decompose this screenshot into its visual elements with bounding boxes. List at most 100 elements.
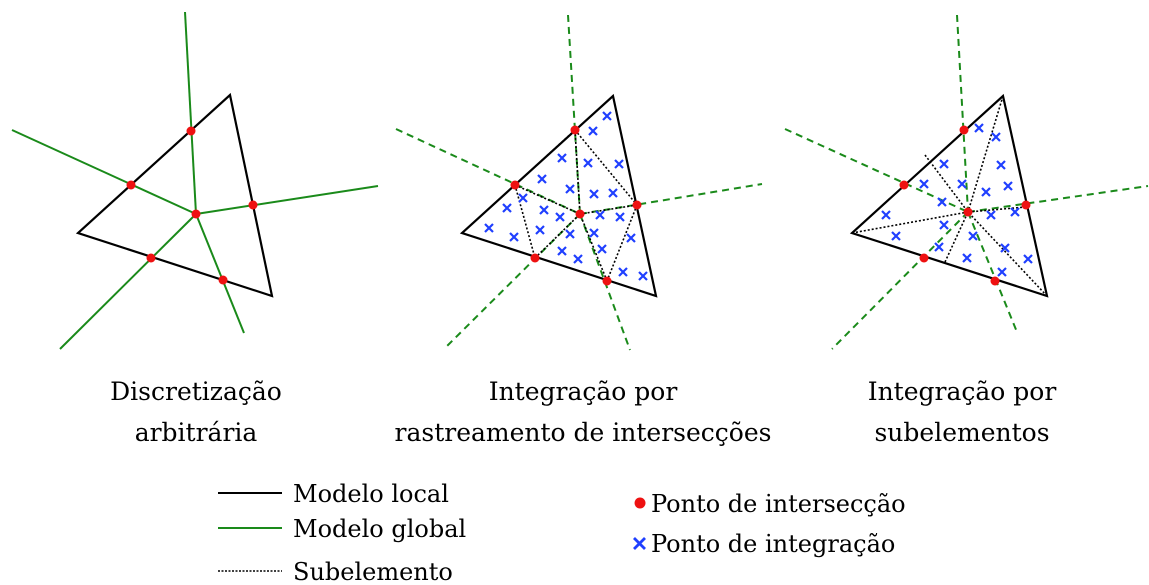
intersection-point bbox=[570, 125, 580, 135]
integration-point bbox=[565, 184, 575, 194]
integration-point bbox=[518, 193, 528, 203]
integration-point bbox=[1000, 243, 1010, 253]
integration-point bbox=[881, 210, 891, 220]
global-line bbox=[579, 183, 763, 215]
integration-point bbox=[1023, 254, 1033, 264]
intersection-point bbox=[602, 276, 612, 286]
integration-point bbox=[991, 132, 1001, 142]
global-line bbox=[11, 129, 197, 215]
local-element bbox=[75, 92, 274, 298]
global-line bbox=[184, 11, 197, 215]
integration-point bbox=[974, 123, 984, 133]
intersection-point bbox=[632, 200, 642, 210]
panel-2-caption-line1: Integração por bbox=[489, 377, 678, 406]
intersection-point bbox=[1021, 200, 1031, 210]
subelement-edge bbox=[967, 206, 1027, 213]
intersection-point bbox=[191, 209, 201, 219]
integration-point bbox=[1003, 181, 1013, 191]
integration-point bbox=[1010, 207, 1020, 217]
integration-point bbox=[934, 242, 944, 252]
integration-point bbox=[502, 203, 512, 213]
intersection-points bbox=[899, 125, 1031, 286]
subelement-edge bbox=[606, 204, 638, 282]
integration-point bbox=[891, 231, 901, 241]
local-element bbox=[459, 93, 658, 298]
intersection-point bbox=[510, 180, 520, 190]
integration-point bbox=[615, 212, 625, 222]
global-line bbox=[195, 213, 245, 334]
subelement-edge bbox=[579, 204, 638, 215]
global-line bbox=[831, 211, 969, 350]
intersection-point bbox=[146, 253, 156, 263]
integration-point bbox=[565, 229, 575, 239]
integration-point bbox=[573, 254, 583, 264]
legend: Modelo local Modelo global Subelemento P… bbox=[218, 480, 906, 585]
subelement-edge bbox=[967, 95, 1004, 213]
integration-point bbox=[484, 223, 494, 233]
integration-point bbox=[919, 179, 929, 189]
integration-point bbox=[557, 153, 567, 163]
intersection-point bbox=[959, 125, 969, 135]
integration-point bbox=[939, 159, 949, 169]
integration-point bbox=[614, 159, 624, 169]
subelement-edge bbox=[579, 213, 608, 282]
integration-point bbox=[509, 232, 519, 242]
intersection-points bbox=[126, 126, 258, 285]
global-line bbox=[443, 213, 581, 350]
integration-point bbox=[535, 225, 545, 235]
integration-point bbox=[626, 233, 636, 243]
integration-point bbox=[537, 174, 547, 184]
panel-2-caption-line2: rastreamento de intersecções bbox=[395, 418, 772, 447]
global-line bbox=[59, 213, 197, 350]
subelement-lines bbox=[851, 95, 1048, 297]
subelement-edge bbox=[514, 184, 536, 259]
intersection-point-swatch bbox=[634, 497, 646, 509]
integration-point bbox=[588, 126, 598, 136]
integration-point bbox=[555, 212, 565, 222]
global-line bbox=[956, 14, 969, 213]
panel-3-caption-line1: Integração por bbox=[868, 377, 1057, 406]
integration-point bbox=[608, 188, 618, 198]
intersection-point bbox=[218, 275, 228, 285]
global-line bbox=[567, 14, 581, 215]
integration-point bbox=[997, 267, 1007, 277]
panel-intersection-tracking bbox=[395, 14, 763, 351]
local-element bbox=[849, 93, 1049, 298]
intersection-point bbox=[126, 180, 136, 190]
intersection-point bbox=[990, 276, 1000, 286]
subelement-label: Subelemento bbox=[293, 558, 453, 585]
integration-point bbox=[589, 228, 599, 238]
integration-point bbox=[539, 205, 549, 215]
integration-point bbox=[968, 231, 978, 241]
intersection-points bbox=[510, 125, 642, 286]
integration-point-swatch bbox=[633, 537, 646, 550]
global-line bbox=[967, 211, 1018, 333]
integration-point bbox=[957, 179, 967, 189]
intersection-point bbox=[963, 207, 973, 217]
integration-point bbox=[618, 267, 628, 277]
subelement-edge bbox=[967, 211, 1048, 297]
integration-point bbox=[962, 253, 972, 263]
local-model-label: Modelo local bbox=[293, 480, 449, 508]
global-model-lines bbox=[784, 14, 1149, 350]
integration-point bbox=[602, 111, 612, 121]
integration-points bbox=[484, 111, 648, 281]
integration-point bbox=[589, 189, 599, 199]
global-line bbox=[784, 128, 969, 213]
integration-point bbox=[597, 244, 607, 254]
subelement-edge bbox=[574, 129, 638, 206]
integration-points bbox=[881, 123, 1033, 277]
panel-3-caption-line2: subelementos bbox=[874, 418, 1049, 447]
intersection-point bbox=[919, 253, 929, 263]
panel-subelements bbox=[784, 14, 1149, 350]
global-model-lines bbox=[11, 11, 379, 350]
panel-arbitrary-discretization bbox=[11, 11, 379, 350]
intersection-point bbox=[248, 200, 258, 210]
global-model-label: Modelo global bbox=[293, 515, 466, 543]
intersection-point bbox=[530, 253, 540, 263]
intersection-point bbox=[575, 209, 585, 219]
integration-point bbox=[557, 246, 567, 256]
intersection-point bbox=[899, 180, 909, 190]
intersection-point-label: Ponto de intersecção bbox=[651, 490, 906, 518]
